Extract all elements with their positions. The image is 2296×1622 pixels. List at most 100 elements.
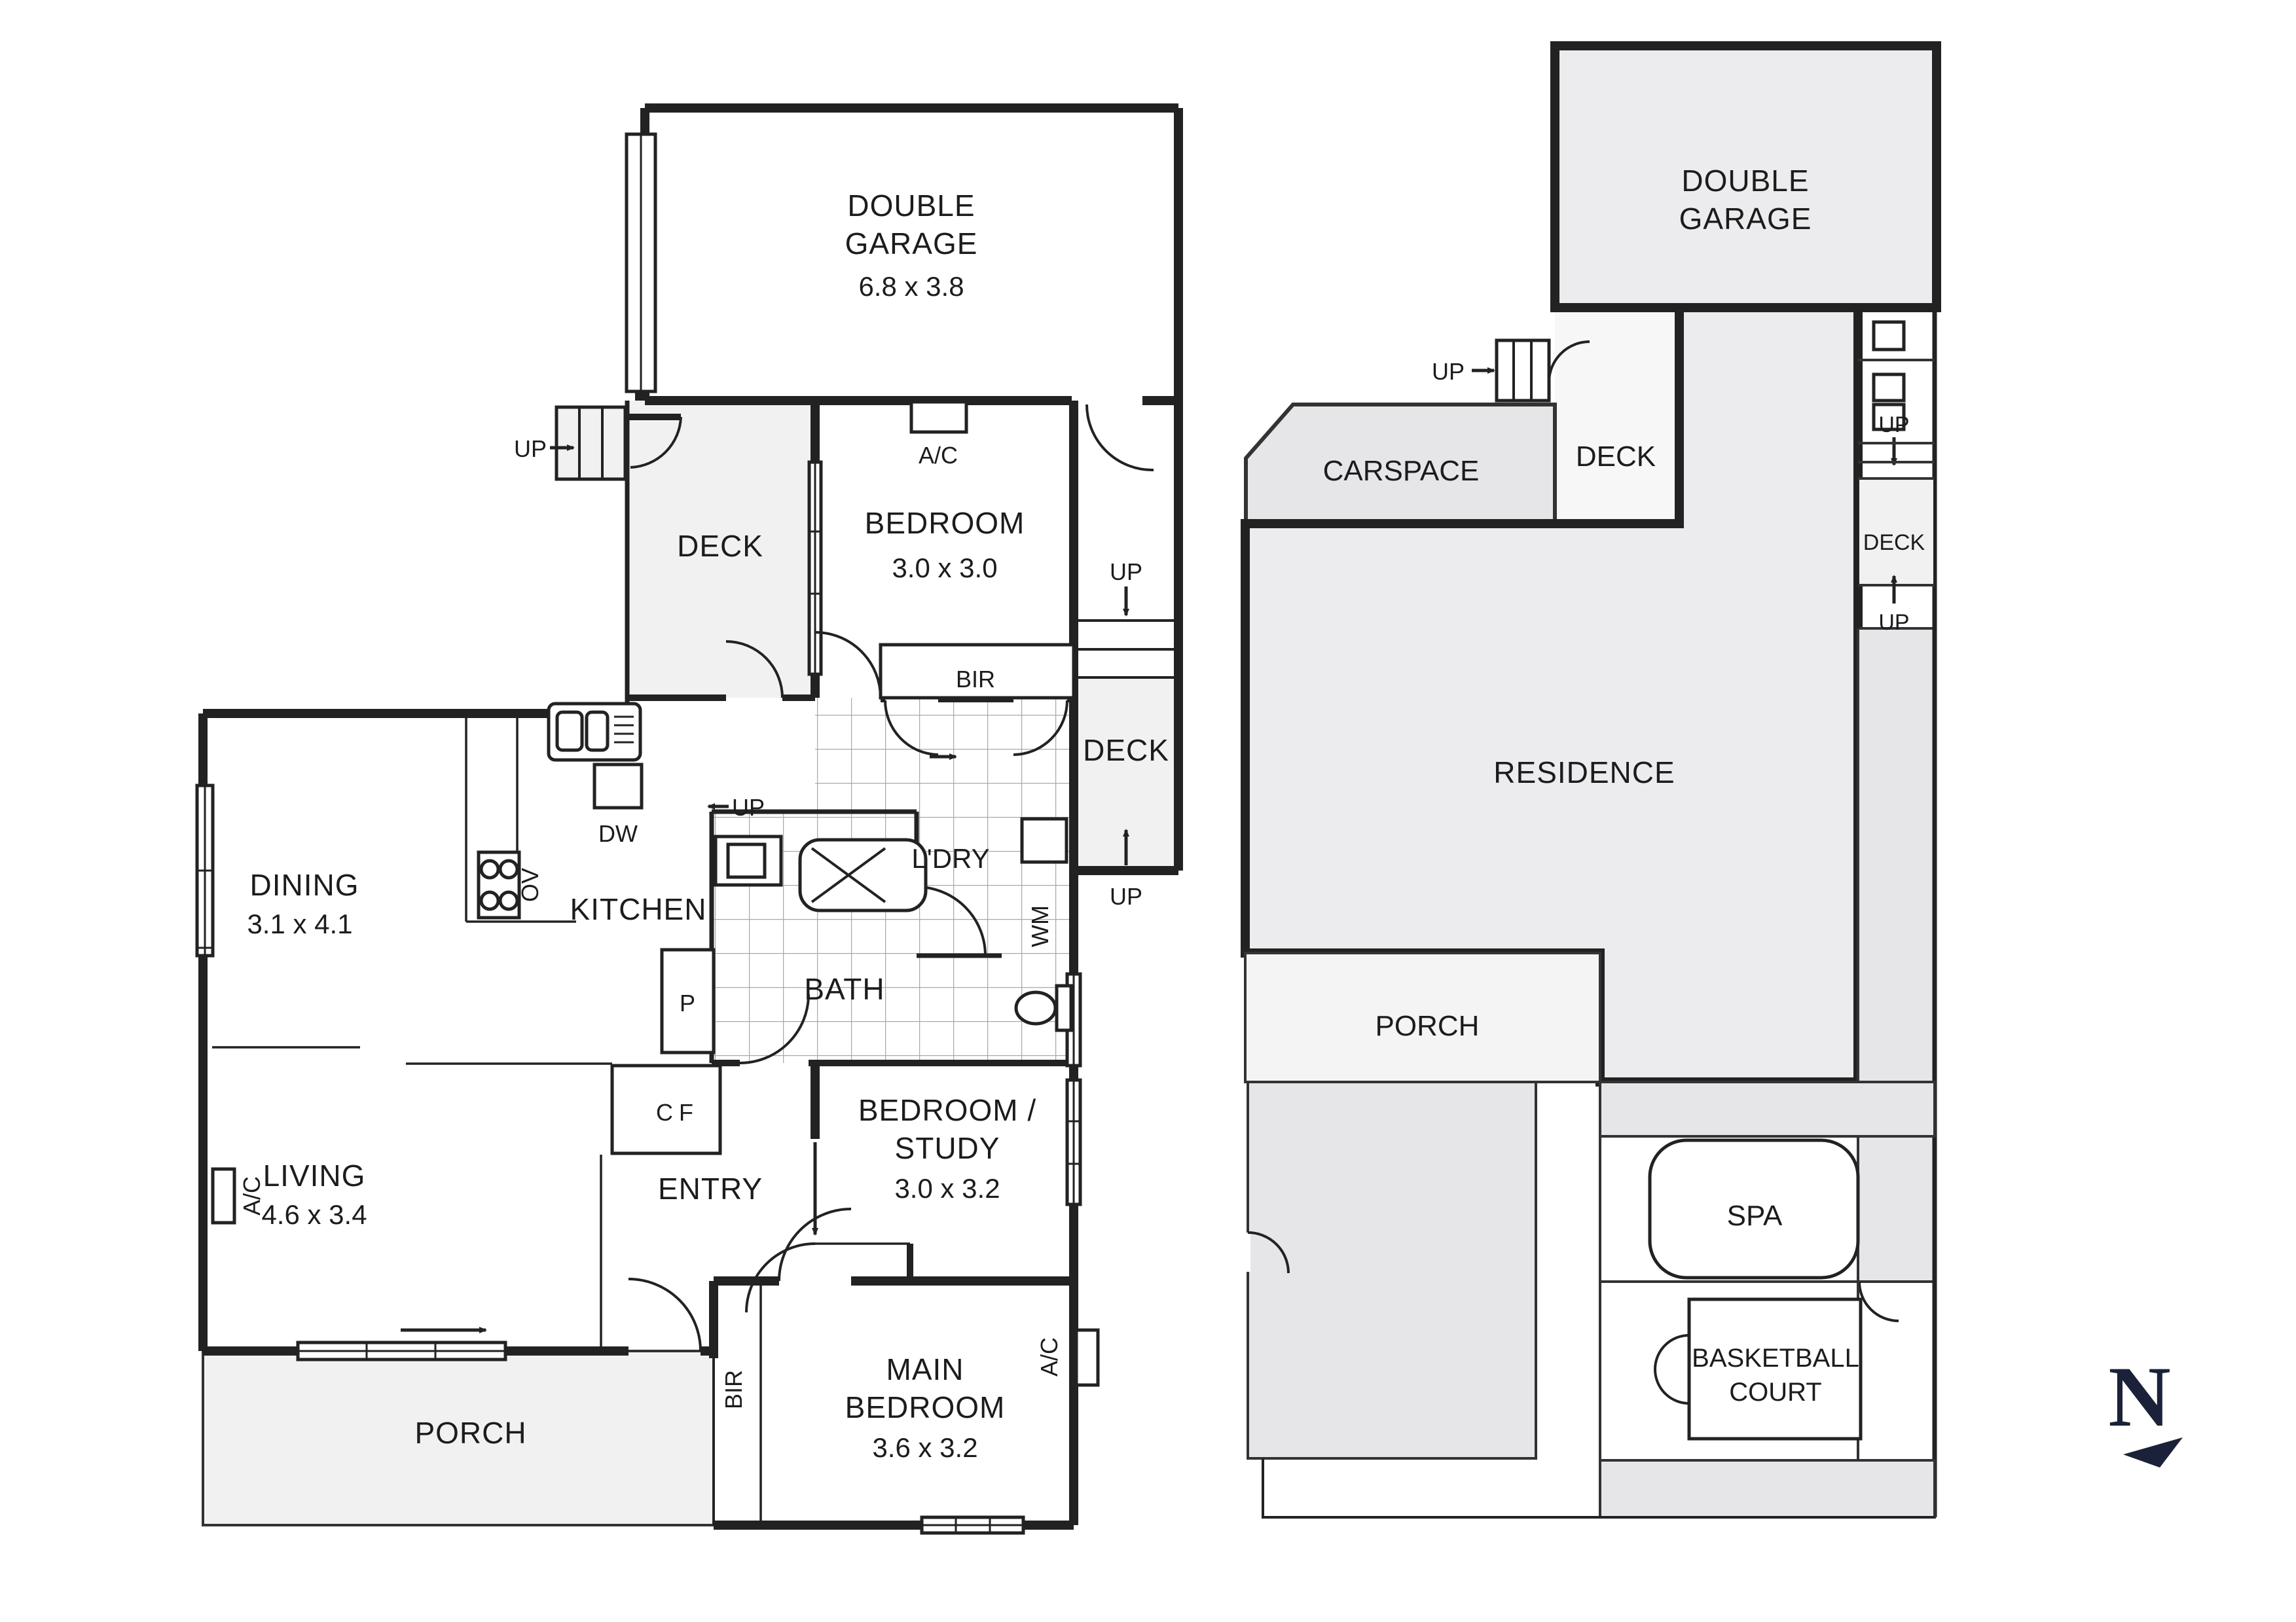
- deck-top-label: DECK: [677, 529, 763, 563]
- court-label-line2: COURT: [1729, 1378, 1821, 1407]
- pantry-label: P: [680, 990, 695, 1017]
- entry-door-arc-icon: [745, 1242, 816, 1313]
- hall-door-arc-right-icon: [1013, 700, 1068, 756]
- wm-label: WM: [1027, 905, 1053, 947]
- deck-right-label: DECK: [1083, 733, 1169, 767]
- living-dims: 4.6 x 3.4: [261, 1199, 367, 1230]
- garage-right-area: [1550, 41, 1941, 312]
- bottom-band-area: [1599, 1459, 1936, 1519]
- cooktop-icon: [477, 850, 521, 920]
- bath-vanity-icon: [714, 835, 783, 887]
- left-plan: DOUBLE GARAGE 6.8 x 3.8 A/C UP DECK BEDR…: [195, 103, 1183, 1535]
- gate-opening: [1244, 1233, 1250, 1272]
- garage-room: [625, 103, 1183, 472]
- porch-area: [202, 1350, 715, 1526]
- window-study-icon: [1065, 1078, 1082, 1206]
- up-label-kitchen: UP: [732, 794, 765, 821]
- deck-right-plan-door-arc-icon: [1548, 340, 1590, 383]
- kitchen-sink-icon: [547, 702, 642, 762]
- garage-label-line1: DOUBLE: [847, 189, 975, 223]
- up-label-deck-right-bottom: UP: [1110, 883, 1142, 910]
- bedroom-label: BEDROOM: [865, 506, 1025, 540]
- closet-c-label: C: [656, 1099, 673, 1126]
- ac-unit-main-bedroom-icon: [1074, 1328, 1100, 1387]
- dw-label: DW: [598, 820, 638, 847]
- site-lower: [1262, 1081, 1936, 1519]
- spa-label: SPA: [1727, 1200, 1783, 1232]
- toilet-icon: [1014, 984, 1073, 1032]
- bathtub-icon: [798, 838, 928, 912]
- carspace-label: CARSPACE: [1323, 455, 1480, 487]
- court-keyhole-icon: [1654, 1334, 1690, 1405]
- laundry-door-arc-icon: [916, 886, 987, 956]
- bir-label-bedroom: BIR: [956, 666, 995, 693]
- window-dining-icon: [195, 784, 215, 958]
- driveway-area: [1247, 1081, 1537, 1460]
- strip-post-1-icon: [1872, 320, 1906, 351]
- window-main-bedroom-icon: [920, 1515, 1025, 1535]
- bedroom-dims: 3.0 x 3.0: [892, 552, 997, 583]
- deck-right-steps-icon: [1074, 619, 1178, 679]
- strip-post-3-icon: [1872, 403, 1906, 431]
- main-bedroom-label-line2: BEDROOM: [845, 1390, 1006, 1424]
- window-porch-slider-icon: [296, 1327, 507, 1361]
- ov-label: OV: [517, 868, 543, 902]
- garage-dims: 6.8 x 3.8: [858, 271, 964, 302]
- bath-door-arc-icon: [739, 994, 810, 1064]
- strip-door-arc-icon: [1858, 1281, 1899, 1322]
- up-label-strip-bottom: UP: [1878, 610, 1909, 635]
- deck-door-arc-icon: [630, 416, 682, 469]
- deck-top-right-label: DECK: [1576, 441, 1656, 473]
- up-label-strip-top: UP: [1878, 412, 1909, 437]
- garage-right-label-line1: DOUBLE: [1681, 164, 1809, 198]
- court-label-line1: BASKETBALL: [1692, 1344, 1859, 1373]
- north-arrow-icon: [2123, 1437, 2183, 1468]
- washing-machine-icon: [1020, 817, 1068, 864]
- north-letter: N: [2108, 1348, 2170, 1445]
- main-bedroom-label-line1: MAIN: [886, 1352, 964, 1386]
- up-label-deck-right-plan: UP: [1432, 358, 1465, 385]
- path-band-area: [1599, 1081, 1936, 1138]
- deck-top-right-area: [1555, 312, 1679, 524]
- deck-bottom-door-arc-icon: [725, 640, 784, 698]
- pantry-icon: [660, 948, 716, 1054]
- right-plan: DOUBLE GARAGE UP DECK CARSPACE UP DECK U…: [1241, 41, 1941, 1519]
- garage-door-window-icon: [625, 132, 657, 401]
- dining-dims: 3.1 x 4.1: [247, 909, 352, 939]
- kitchen-label: KITCHEN: [570, 892, 707, 926]
- basketball-court-icon: [1687, 1297, 1863, 1441]
- closet-c-icon: [610, 1064, 722, 1155]
- dishwasher-icon: [592, 763, 644, 810]
- ac-unit-bedroom-icon: [909, 400, 968, 434]
- deck-strip-area: [1859, 480, 1933, 585]
- porch-right-label: PORCH: [1376, 1010, 1480, 1042]
- main-bedroom-door-arc-icon: [778, 1208, 852, 1282]
- hall-door-arc-left-icon: [884, 700, 939, 756]
- side-strip: [1857, 308, 1937, 1517]
- garage-right-label-line2: GARAGE: [1679, 202, 1812, 236]
- ac-label-living: A/C: [238, 1176, 265, 1216]
- garage-rear-door-arc-icon: [1085, 404, 1154, 472]
- deck-stairs-icon: [555, 405, 627, 481]
- hall-tiles: [815, 698, 1074, 812]
- bir-closet-bedroom-icon: [879, 643, 1076, 700]
- deck-top-area: [627, 401, 815, 698]
- ac-label-bedroom: A/C: [919, 442, 958, 469]
- study-label-line1: BEDROOM /: [858, 1093, 1036, 1127]
- study-dims: 3.0 x 3.2: [894, 1173, 1000, 1204]
- window-bedroom-deck-icon: [807, 460, 823, 676]
- residence-label: RESIDENCE: [1493, 755, 1675, 789]
- entry-label: ENTRY: [658, 1172, 763, 1206]
- front-door-arc-icon: [628, 1278, 702, 1352]
- bath-label: BATH: [804, 972, 884, 1006]
- living-label: LIVING: [263, 1159, 366, 1193]
- ac-unit-living-icon: [211, 1167, 236, 1225]
- up-label-deck-stairs: UP: [514, 435, 547, 462]
- residence-area: [1245, 308, 1858, 1082]
- main-bedroom-dims: 3.6 x 3.2: [872, 1432, 977, 1463]
- deck-right-plan-stairs-icon: [1495, 338, 1551, 403]
- ac-label-main-bedroom: A/C: [1036, 1337, 1063, 1377]
- porch-label: PORCH: [414, 1416, 526, 1450]
